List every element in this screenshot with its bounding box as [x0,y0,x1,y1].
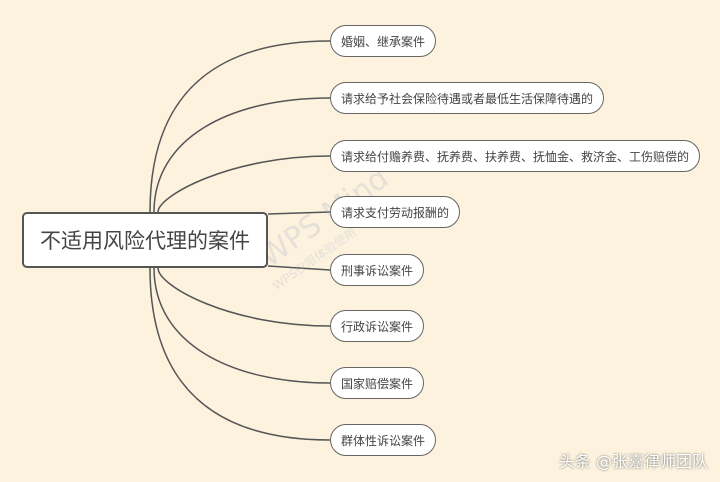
connector-line [157,155,331,213]
connector-line [149,267,331,441]
subtopic-node[interactable]: 请求给予社会保险待遇或者最低生活保障待遇的 [330,82,605,114]
connector-line [149,40,331,213]
connector-line [157,267,331,327]
connector-line [267,211,331,215]
connector-line [267,265,331,271]
subtopic-node[interactable]: 国家赔偿案件 [330,367,425,399]
subtopic-node[interactable]: 请求支付劳动报酬的 [330,196,461,228]
subtopic-node[interactable]: 婚姻、继承案件 [330,25,437,57]
source-credit: 头条 @张嘉律师团队 [558,452,708,471]
subtopic-node[interactable]: 请求给付赡养费、抚养费、扶养费、抚恤金、救济金、工伤赔偿的 [330,140,701,172]
subtopic-node[interactable]: 行政诉讼案件 [330,310,425,342]
subtopic-node[interactable]: 群体性诉讼案件 [330,424,437,456]
connector-line [153,97,331,213]
subtopic-node[interactable]: 刑事诉讼案件 [330,254,425,286]
connector-line [153,267,331,384]
root-topic[interactable]: 不适用风险代理的案件 [22,212,268,268]
